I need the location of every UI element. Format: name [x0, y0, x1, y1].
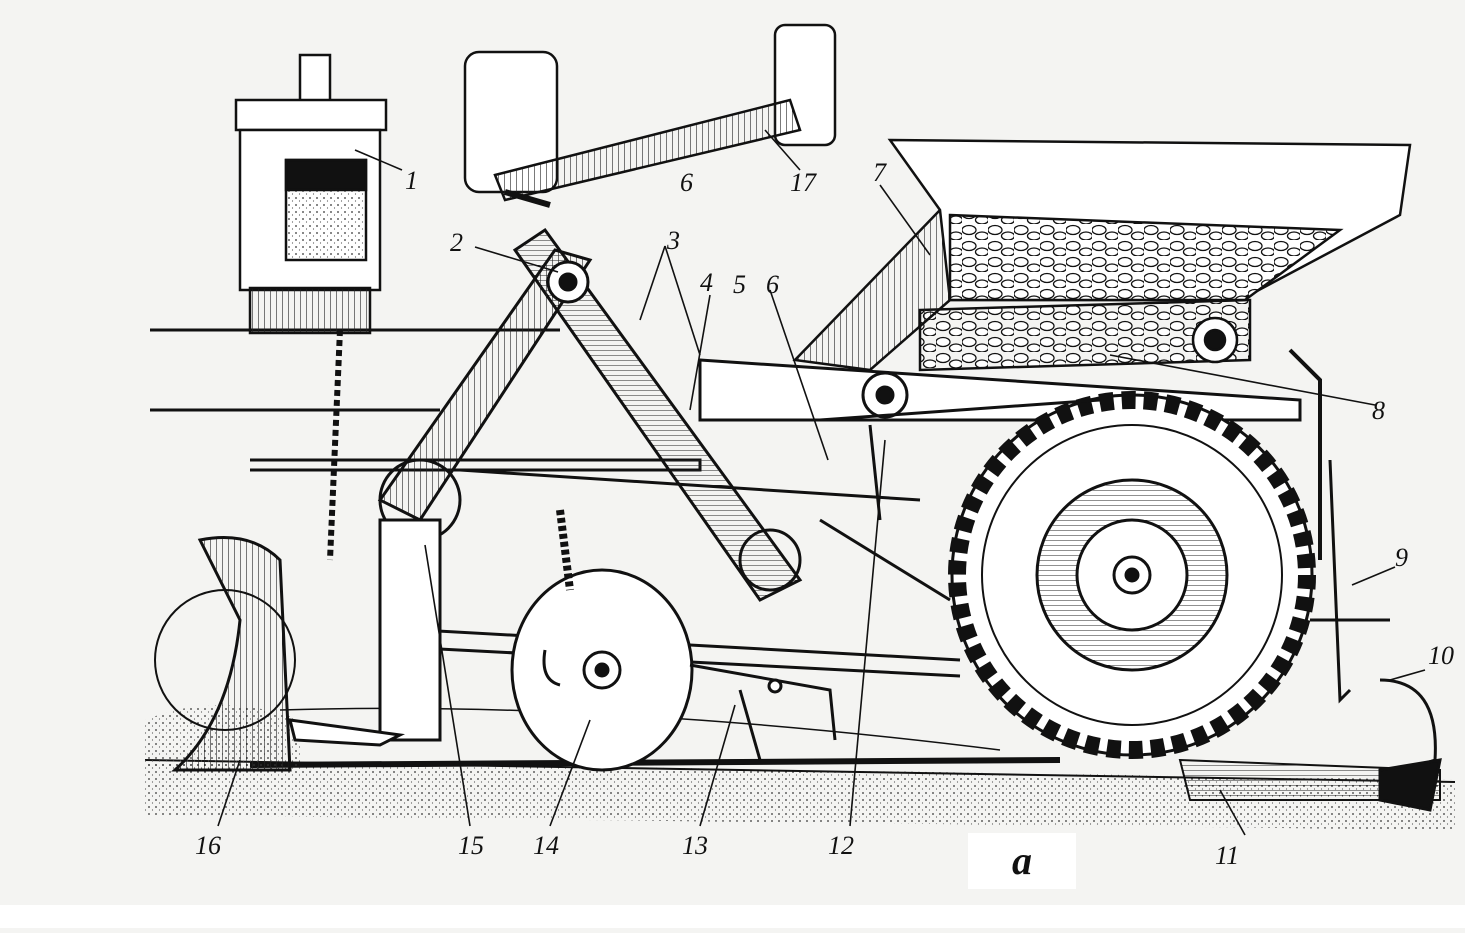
label-3: 3 [667, 226, 680, 255]
transport-wheel [948, 391, 1316, 759]
label-6-upper: 6 [680, 168, 693, 197]
label-12: 12 [828, 831, 854, 860]
label-10: 10 [1428, 641, 1454, 670]
tuber-hopper [792, 138, 1412, 372]
label-4: 4 [700, 268, 713, 297]
label-13: 13 [682, 831, 708, 860]
covering-disc [510, 509, 694, 772]
label-2: 2 [450, 228, 463, 257]
label-16: 16 [195, 831, 221, 860]
fertilizer-hopper [234, 53, 388, 561]
label-11: 11 [1215, 841, 1240, 870]
label-7: 7 [873, 158, 886, 187]
label-15: 15 [458, 831, 484, 860]
label-6-lower: 6 [766, 270, 779, 299]
label-9: 9 [1395, 543, 1408, 572]
label-5: 5 [733, 270, 746, 299]
figure-caption: а [968, 833, 1076, 889]
label-17: 17 [790, 168, 816, 197]
page-margin [0, 905, 1465, 928]
furrow-tine [689, 663, 837, 761]
furrow-opener [154, 518, 442, 772]
wheel-shadow [1178, 758, 1441, 801]
rear-coverer [1288, 348, 1442, 812]
linkage [459, 398, 1101, 602]
leader-lines [217, 129, 1426, 836]
label-1: 1 [405, 166, 418, 195]
label-8: 8 [1372, 396, 1385, 425]
marker-arm [463, 23, 837, 208]
label-14: 14 [533, 831, 559, 860]
